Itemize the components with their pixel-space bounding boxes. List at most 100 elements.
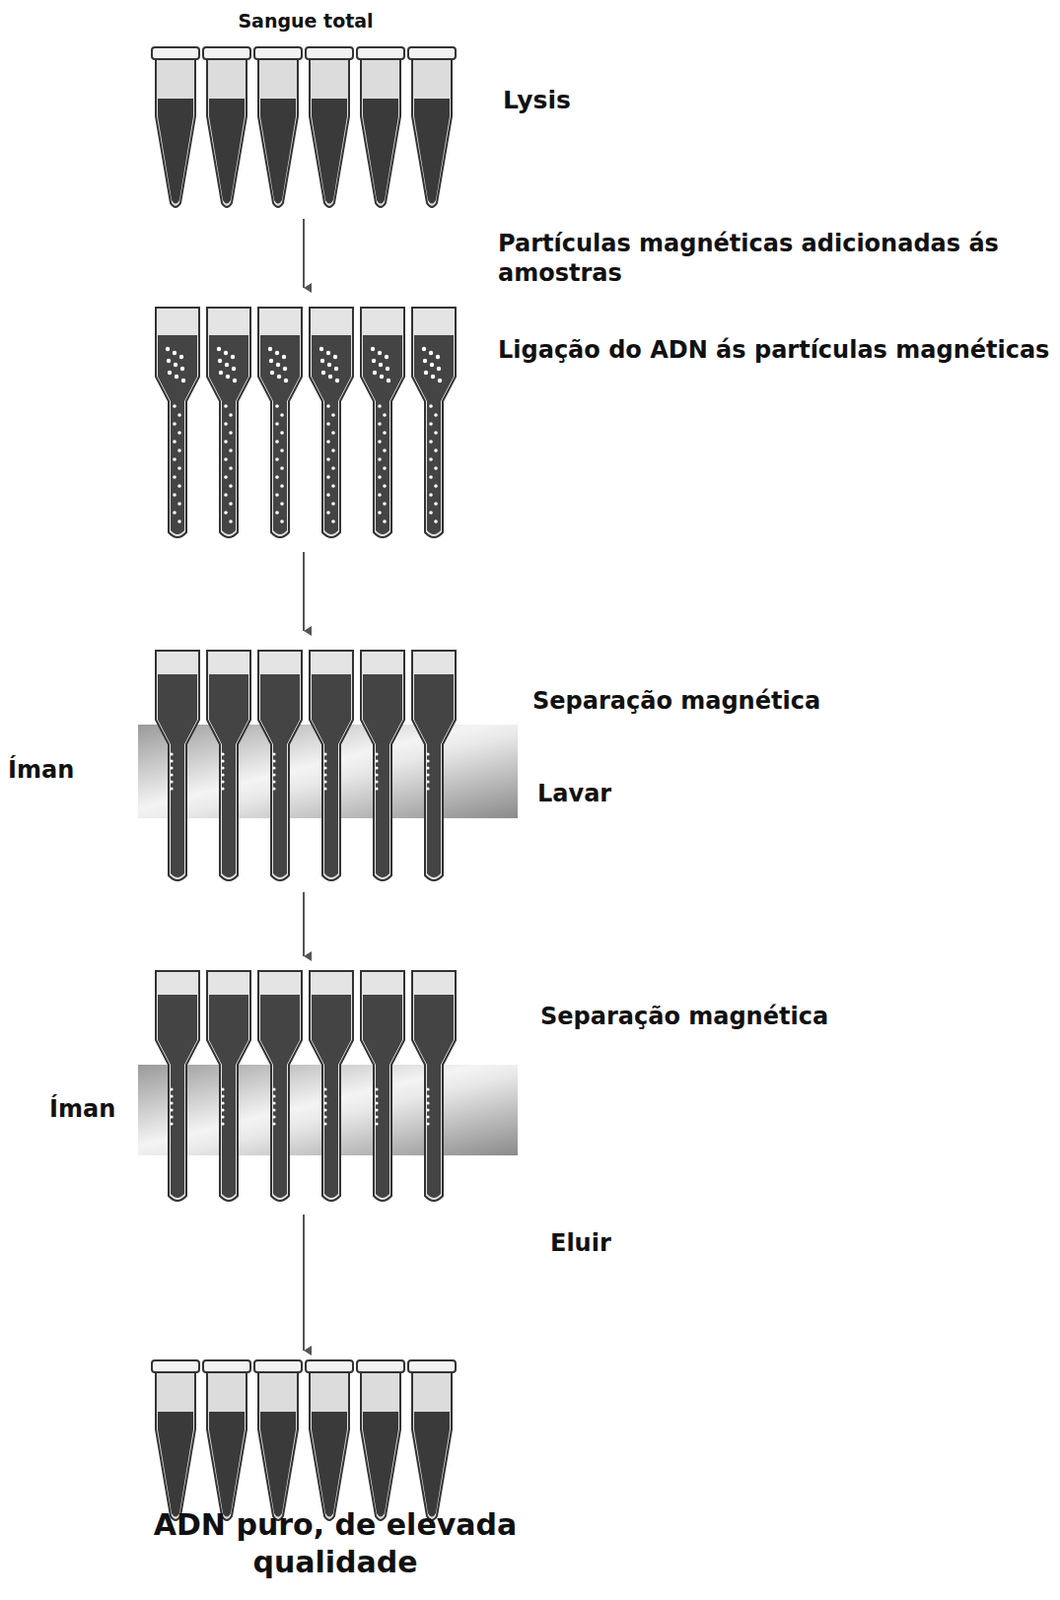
- bead: [272, 1094, 276, 1098]
- tube-cap: [203, 47, 251, 60]
- microtube: [258, 59, 298, 208]
- bead: [323, 1087, 327, 1091]
- bead: [231, 366, 236, 371]
- bead: [319, 347, 324, 352]
- bead: [425, 786, 429, 790]
- column-tube: [258, 971, 302, 1202]
- bead: [220, 1115, 224, 1119]
- tube-liquid: [260, 1412, 296, 1518]
- bead: [370, 347, 375, 352]
- bead: [223, 475, 228, 480]
- tube-cap: [408, 1360, 456, 1373]
- bead: [220, 1108, 224, 1112]
- bead: [335, 378, 340, 383]
- tube-cap: [203, 1360, 251, 1373]
- bead: [331, 413, 336, 418]
- bead: [272, 773, 276, 777]
- bead: [326, 439, 331, 444]
- tube-cap: [356, 47, 405, 60]
- bead: [228, 519, 233, 524]
- tube-liquid: [414, 1412, 450, 1518]
- bead: [220, 752, 224, 756]
- column-tube: [360, 307, 405, 538]
- bead: [218, 370, 223, 375]
- bead: [275, 439, 280, 444]
- tube-liquid: [311, 335, 352, 535]
- bead: [166, 358, 171, 363]
- bead: [326, 475, 331, 480]
- bead: [217, 358, 222, 363]
- bead: [374, 1101, 378, 1105]
- bead: [277, 374, 282, 379]
- bead: [275, 422, 280, 426]
- bead: [323, 779, 327, 783]
- bead: [172, 351, 177, 355]
- bead: [374, 1094, 378, 1098]
- bead: [334, 366, 339, 371]
- bead: [428, 510, 433, 515]
- bead: [172, 422, 177, 426]
- bead: [232, 378, 237, 383]
- tube-liquid: [362, 335, 403, 535]
- column-tube: [309, 307, 354, 538]
- bead: [268, 347, 273, 352]
- tube-cap: [305, 47, 354, 60]
- column-tube: [412, 971, 456, 1202]
- bead: [220, 1122, 224, 1126]
- bead: [177, 501, 182, 506]
- bead: [220, 759, 224, 763]
- bead: [220, 766, 224, 770]
- bead: [181, 378, 186, 383]
- tube-liquid: [362, 674, 403, 878]
- column-tube: [155, 650, 200, 881]
- bead: [272, 1101, 276, 1105]
- microtube: [412, 1372, 452, 1521]
- bead: [272, 766, 276, 770]
- bead: [272, 1087, 276, 1091]
- bead: [223, 404, 228, 409]
- bead: [180, 366, 185, 371]
- bead: [429, 362, 434, 367]
- tube-liquid: [157, 1412, 194, 1518]
- column-tube: [412, 307, 456, 538]
- bead: [169, 779, 173, 783]
- column-tube: [360, 971, 405, 1202]
- column-tube: [207, 650, 251, 881]
- column-tube: [309, 971, 354, 1202]
- step-label: Eluir: [550, 1228, 847, 1259]
- bead: [428, 422, 433, 426]
- bead: [331, 501, 336, 506]
- tube-liquid: [311, 994, 352, 1199]
- bead: [425, 1115, 429, 1119]
- bead: [228, 466, 233, 471]
- tube-cap: [254, 47, 302, 60]
- bead: [333, 354, 338, 359]
- bead: [272, 1122, 276, 1126]
- bead: [425, 1122, 429, 1126]
- bead: [374, 752, 378, 756]
- bead: [323, 1115, 327, 1119]
- bead: [326, 404, 331, 409]
- bead: [220, 786, 224, 790]
- bead: [272, 1108, 276, 1112]
- bead: [283, 378, 288, 383]
- bead: [323, 773, 327, 777]
- tube-liquid: [209, 98, 245, 205]
- bead: [323, 1122, 327, 1126]
- microtube: [309, 1372, 350, 1521]
- microtube: [360, 59, 401, 208]
- bead: [328, 374, 333, 379]
- column-tube: [155, 971, 200, 1202]
- column-tube: [309, 650, 354, 881]
- tube-liquid: [260, 994, 300, 1199]
- bead: [374, 1115, 378, 1119]
- bead: [382, 519, 387, 524]
- tube-liquid: [362, 98, 399, 205]
- tube-liquid: [260, 98, 296, 205]
- magnet-label: Íman: [49, 1094, 139, 1125]
- tube-liquid: [362, 1412, 399, 1518]
- bead: [280, 484, 284, 489]
- bead: [428, 404, 433, 409]
- bead: [433, 484, 438, 489]
- bead: [169, 1115, 173, 1119]
